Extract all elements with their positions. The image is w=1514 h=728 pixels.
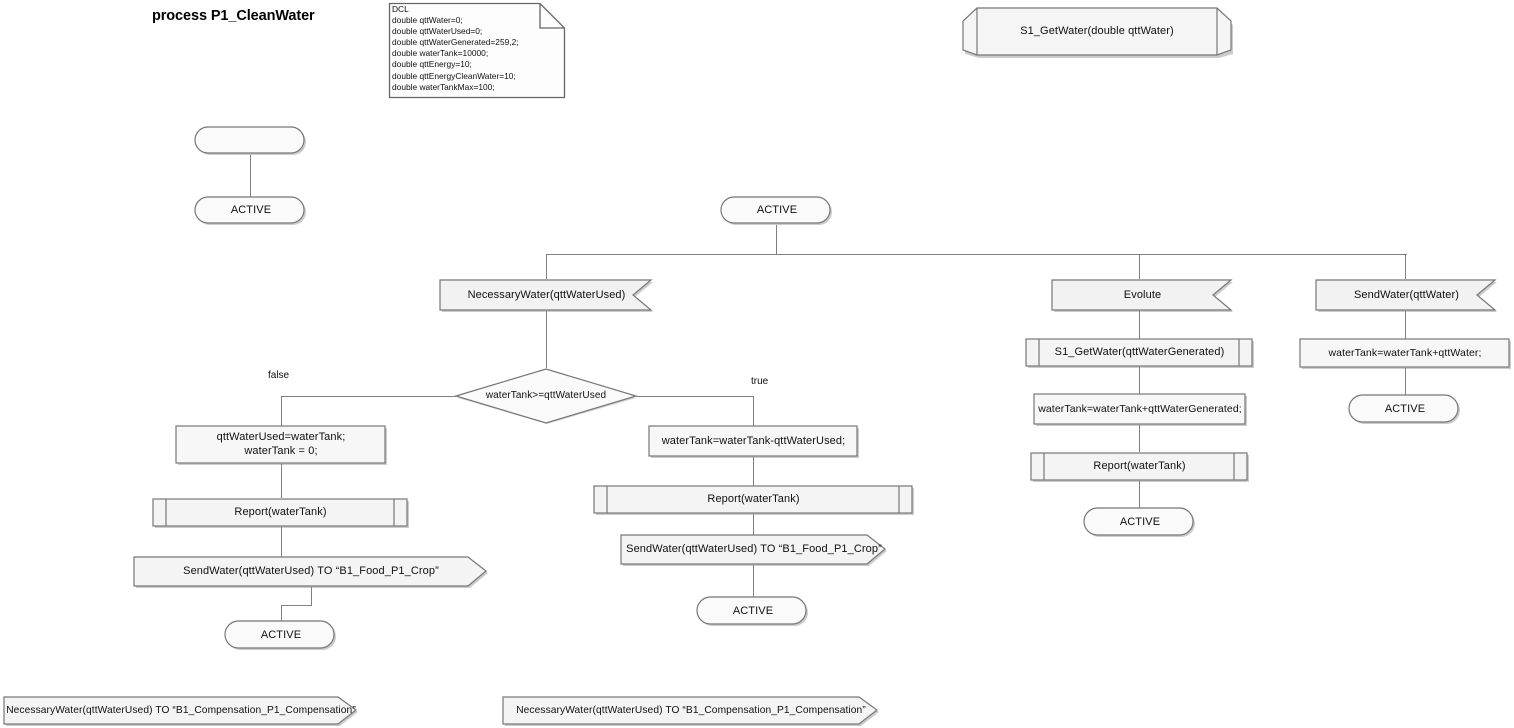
connector-branch-bus	[546, 254, 1407, 256]
connector-true-drop	[753, 396, 755, 426]
connector-bus-drop-evolute	[1139, 254, 1141, 279]
connector-truereport-to-output	[753, 514, 755, 535]
connector-task-to-report-evolute	[1139, 425, 1141, 452]
connector-bus-drop-necessarywater	[546, 254, 548, 279]
branch-label-true: true	[751, 376, 769, 387]
connector-false-horizontal	[281, 396, 456, 398]
procedure-call-report-true[interactable]: Report(waterTank)	[593, 485, 914, 515]
state-active-main[interactable]: ACTIVE	[720, 196, 834, 226]
state-active-sendwater[interactable]: ACTIVE	[1348, 394, 1462, 425]
task-watertank-add-qttwater[interactable]: waterTank=waterTank+qttWater;	[1299, 338, 1511, 369]
connector-truetask-to-report	[753, 457, 755, 486]
connector-false-drop	[281, 396, 283, 426]
connector-task-to-state-sendwater	[1405, 368, 1407, 395]
connector-main-state-drop	[776, 225, 778, 255]
connector-evolute-to-call	[1139, 311, 1141, 339]
output-signal-compensation-1[interactable]: NecessaryWater(qttWaterUsed) TO “B1_Comp…	[3, 696, 359, 726]
state-active-true-path[interactable]: ACTIVE	[696, 596, 810, 627]
procedure-call-report-false[interactable]: Report(waterTank)	[152, 498, 409, 528]
output-signal-compensation-2[interactable]: NecessaryWater(qttWaterUsed) TO “B1_Comp…	[502, 696, 880, 726]
connector-necessarywater-to-decision	[546, 311, 548, 368]
output-signal-sendwater-food-false[interactable]: SendWater(qttWaterUsed) TO “B1_Food_P1_C…	[133, 556, 489, 588]
connector-report-to-state-evolute	[1139, 481, 1141, 508]
connector-bus-drop-sendwater	[1405, 254, 1407, 279]
connector-falseoutput-to-state	[281, 605, 283, 621]
connector-start-to-active	[250, 155, 252, 197]
output-signal-sendwater-food-true[interactable]: SendWater(qttWaterUsed) TO “B1_Food_P1_C…	[620, 534, 888, 566]
connector-falsereport-to-output	[281, 527, 283, 557]
dcl-note-text: DCL double qttWater=0; double qttWaterUs…	[392, 4, 519, 92]
state-active-start[interactable]: ACTIVE	[194, 196, 308, 226]
connector-falsetask-to-report	[281, 464, 283, 498]
state-active-evolute[interactable]: ACTIVE	[1083, 507, 1197, 538]
connector-falseoutput-drop	[311, 587, 313, 605]
connector-true-horizontal	[636, 396, 754, 398]
procedure-call-s1-getwater[interactable]: S1_GetWater(qttWaterGenerated)	[1025, 338, 1254, 368]
dcl-declaration-note: DCL double qttWater=0; double qttWaterUs…	[388, 2, 566, 99]
input-signal-necessarywater[interactable]: NecessaryWater(qttWaterUsed)	[439, 279, 654, 312]
branch-label-false: false	[268, 370, 290, 381]
task-watertank-subtract[interactable]: waterTank=waterTank-qttWaterUsed;	[648, 425, 859, 458]
state-active-false-path[interactable]: ACTIVE	[224, 620, 338, 651]
procedure-header-s1-getwater[interactable]: S1_GetWater(double qttWater)	[961, 6, 1233, 58]
input-signal-evolute[interactable]: Evolute	[1051, 279, 1234, 312]
decision-watertank-check[interactable]: waterTank>=qttWaterUsed	[453, 368, 639, 424]
procedure-call-report-evolute[interactable]: Report(waterTank)	[1030, 452, 1249, 482]
connector-trueoutput-to-state	[753, 565, 755, 597]
connector-call-to-task-evolute	[1139, 367, 1141, 394]
connector-sendwater-to-task	[1405, 311, 1407, 339]
start-symbol[interactable]	[194, 126, 308, 156]
task-watertank-add-generated[interactable]: waterTank=waterTank+qttWaterGenerated;	[1033, 393, 1247, 426]
page-title: process P1_CleanWater	[152, 8, 315, 24]
task-qttwaterused-assign[interactable]: qttWaterUsed=waterTank; waterTank = 0;	[175, 425, 387, 465]
connector-falseoutput-jog	[281, 605, 312, 607]
input-signal-sendwater[interactable]: SendWater(qttWater)	[1315, 279, 1498, 312]
